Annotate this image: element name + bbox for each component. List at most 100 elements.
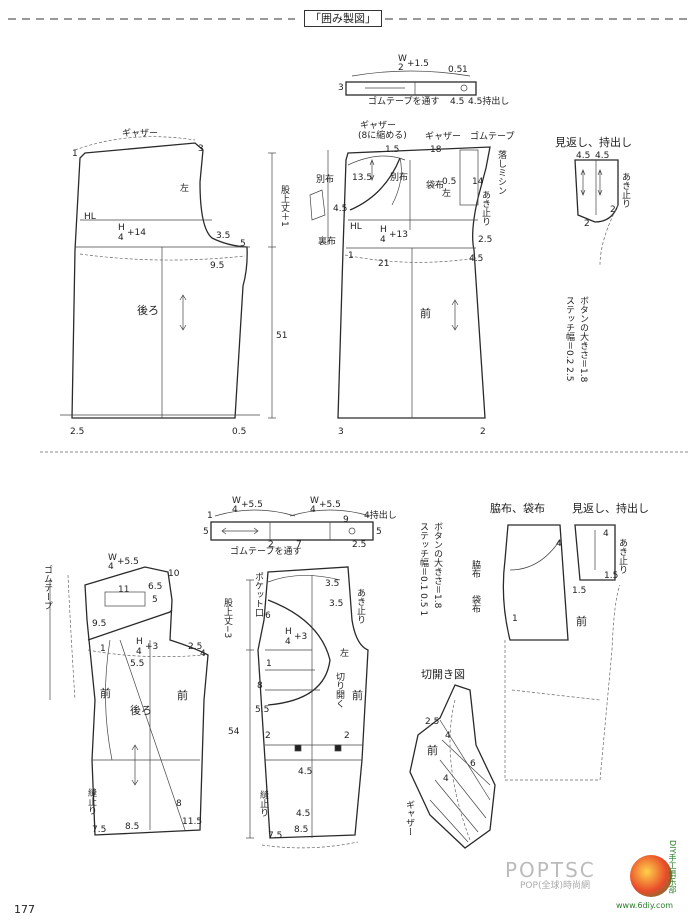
tf-h-div: 4	[380, 235, 386, 245]
bottom-back-piece	[49, 566, 209, 836]
bb-v5: 5	[152, 595, 158, 605]
bf-h-div: 4	[285, 637, 291, 647]
tf-h: H	[380, 225, 387, 235]
bf-left: 左	[340, 649, 350, 659]
bf-v2b: 2	[344, 731, 350, 741]
bw-v1: 1	[207, 511, 213, 521]
bfc-v4: 4	[556, 539, 562, 549]
tf-lining: 裏布	[318, 237, 337, 247]
bw-v9: 9	[343, 515, 349, 525]
tfc-v2a: 2	[610, 205, 616, 215]
bfc-v1: 1	[512, 614, 518, 624]
tw-v45a: 4.5	[450, 97, 465, 107]
bb-v11: 11	[118, 585, 130, 595]
bb-front-label2: 前	[177, 689, 188, 702]
sd-front: 前	[427, 744, 438, 757]
watermark-brand: POPTSC	[505, 858, 596, 882]
bw-div1: 4	[232, 505, 238, 515]
tw-left3: 3	[338, 83, 344, 93]
bfc-v15b: 1.5	[572, 586, 587, 596]
tf-v25: 2.5	[478, 235, 493, 245]
bb-v85: 8.5	[125, 822, 140, 832]
bf-v35: 3.5	[325, 579, 340, 589]
bfc-v4b: 4	[603, 529, 609, 539]
tb-v95: 9.5	[210, 261, 225, 271]
bf-54: 54	[228, 727, 240, 737]
tf-v135: 13.5	[352, 173, 373, 183]
bf-v45: 4.5	[298, 767, 313, 777]
tb-h-div: 4	[118, 233, 124, 243]
bb-seam-stop: 縫止り	[86, 788, 96, 815]
tb-h: H	[118, 223, 125, 233]
bf-h-plus: +3	[294, 632, 308, 642]
tb-v3: 3	[198, 144, 204, 154]
bf-pocket: ポケット口	[253, 572, 263, 617]
tfc-stitch: ステッチ幅＝0.2 2.5	[564, 296, 574, 382]
tf-sep2: 別布	[390, 173, 409, 183]
bfc-pocket: 袋布	[470, 595, 480, 613]
tb-gather: ギャザー	[122, 129, 159, 139]
tf-v45b: 4.5	[469, 254, 484, 264]
tf-stitch-note: 落しミシン	[496, 150, 506, 195]
tb-v35: 3.5	[216, 231, 231, 241]
bw-v5b: 5	[376, 527, 382, 537]
bw-w1: W	[232, 496, 241, 506]
bottom-front-piece	[246, 566, 369, 849]
tw-v05: 0.5	[448, 65, 463, 75]
tb-v1: 1	[72, 149, 78, 159]
bw-note: ゴムテープを通す	[230, 547, 302, 557]
site-url: www.6diy.com	[616, 901, 674, 910]
tf-gather: ギャザー	[360, 121, 397, 131]
bw-v4: 4持出し	[364, 511, 397, 521]
top-back-piece	[60, 136, 276, 419]
bfc-button: ボタンの大きさ＝1.8	[432, 522, 442, 609]
bw-plus1: +5.5	[241, 500, 263, 510]
bb-w: W	[108, 553, 117, 563]
tf-v05: 0.5	[442, 177, 457, 187]
bb-h-div: 4	[136, 647, 142, 657]
bw-v7: 7	[296, 540, 302, 550]
tb-h-plus: +14	[127, 228, 146, 238]
tf-v21: 21	[378, 259, 390, 269]
page-number: 177	[14, 903, 35, 916]
tfc-open-stop: あき止り	[620, 172, 630, 208]
tf-v15: 1.5	[385, 145, 400, 155]
page-title: 「囲み製図」	[304, 10, 382, 27]
bb-w-div: 4	[108, 562, 114, 572]
bb-v55: 5.5	[130, 659, 145, 669]
bf-v55: 5.5	[255, 705, 270, 715]
bf-v45b: 4.5	[296, 809, 311, 819]
tf-v3: 3	[338, 427, 344, 437]
tf-v1: 1	[348, 251, 354, 261]
tf-pocket: 袋布	[426, 181, 445, 191]
tf-v45: 4.5	[333, 204, 348, 214]
tb-hl: HL	[84, 212, 96, 222]
tf-v18: 18	[430, 145, 442, 155]
tw-formula-w: W	[398, 54, 407, 64]
site-logo	[630, 855, 672, 897]
bb-v1: 1	[100, 644, 106, 654]
tw-v45b: 4.5持出し	[468, 97, 510, 107]
bb-h: H	[136, 637, 143, 647]
top-facing	[574, 159, 619, 266]
bw-plus2: +5.5	[319, 500, 341, 510]
bf-v8: 8	[257, 681, 263, 691]
bfc-v15: 1.5	[604, 571, 619, 581]
bb-back-label: 後ろ	[130, 704, 152, 717]
tb-left: 左	[180, 184, 190, 194]
sd-v4: 4	[445, 731, 451, 741]
bfc-front: 前	[576, 615, 587, 628]
bw-v25: 2.5	[352, 540, 367, 550]
watermark-sub: POP(全球)時尚網	[520, 881, 590, 891]
bfc-side: 脇布	[470, 560, 480, 578]
tw-v1: 1	[462, 65, 468, 75]
sd-v25: 2.5	[425, 717, 440, 727]
tf-sep: 別布	[316, 175, 335, 185]
tf-gather-note: (8に縮める)	[358, 131, 407, 141]
bw-v5: 5	[203, 527, 209, 537]
bf-v2: 2	[265, 731, 271, 741]
bf-label: 前	[352, 689, 363, 702]
tfc-v2b: 2	[584, 219, 590, 229]
bfc-title1: 脇布、袋布	[490, 502, 545, 515]
tf-v14: 14	[472, 177, 484, 187]
